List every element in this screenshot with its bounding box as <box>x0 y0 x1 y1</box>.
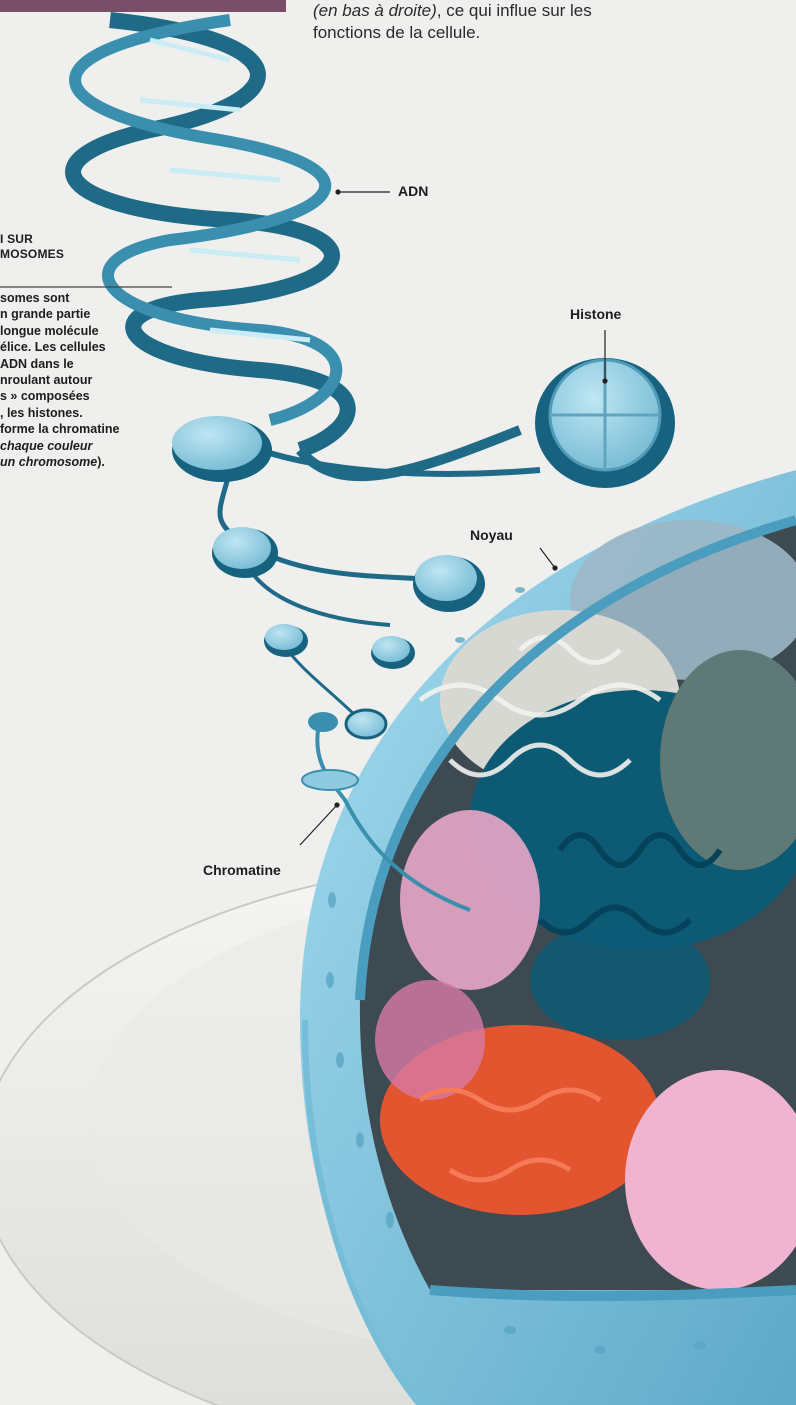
sidebar-body-line: forme la chromatine <box>0 421 180 437</box>
label-chromatine: Chromatine <box>203 862 281 878</box>
label-adn: ADN <box>398 183 428 199</box>
sidebar-body-line: ADN dans le <box>0 356 180 372</box>
sidebar-body-last-line: un chromosome). <box>0 454 180 470</box>
sidebar-title-line1: I SUR <box>0 232 172 247</box>
sidebar-body-line: chaque couleur <box>0 438 180 454</box>
sidebar-body-line: nroulant autour <box>0 372 180 388</box>
sidebar-body-line: n grande partie <box>0 306 180 322</box>
sidebar-body-line: longue molécule <box>0 323 180 339</box>
sidebar-last-italic: un chromosome <box>0 455 97 469</box>
sidebar-body-line: s » composées <box>0 388 180 404</box>
label-histone: Histone <box>570 306 621 322</box>
sidebar-body-line: somes sont <box>0 290 180 306</box>
sidebar-body-line: , les histones. <box>0 405 180 421</box>
chromatin-mass <box>375 520 796 1290</box>
sidebar-body: somes sont n grande partie longue molécu… <box>0 290 180 470</box>
nucleus <box>300 470 796 1405</box>
sidebar-body-line: élice. Les cellules <box>0 339 180 355</box>
sidebar-last-end: ). <box>97 455 105 469</box>
sidebar-title: I SUR MOSOMES <box>0 232 172 262</box>
sidebar-title-line2: MOSOMES <box>0 247 172 262</box>
label-noyau: Noyau <box>470 527 513 543</box>
sidebar-body-italic: chaque couleur <box>0 439 92 453</box>
